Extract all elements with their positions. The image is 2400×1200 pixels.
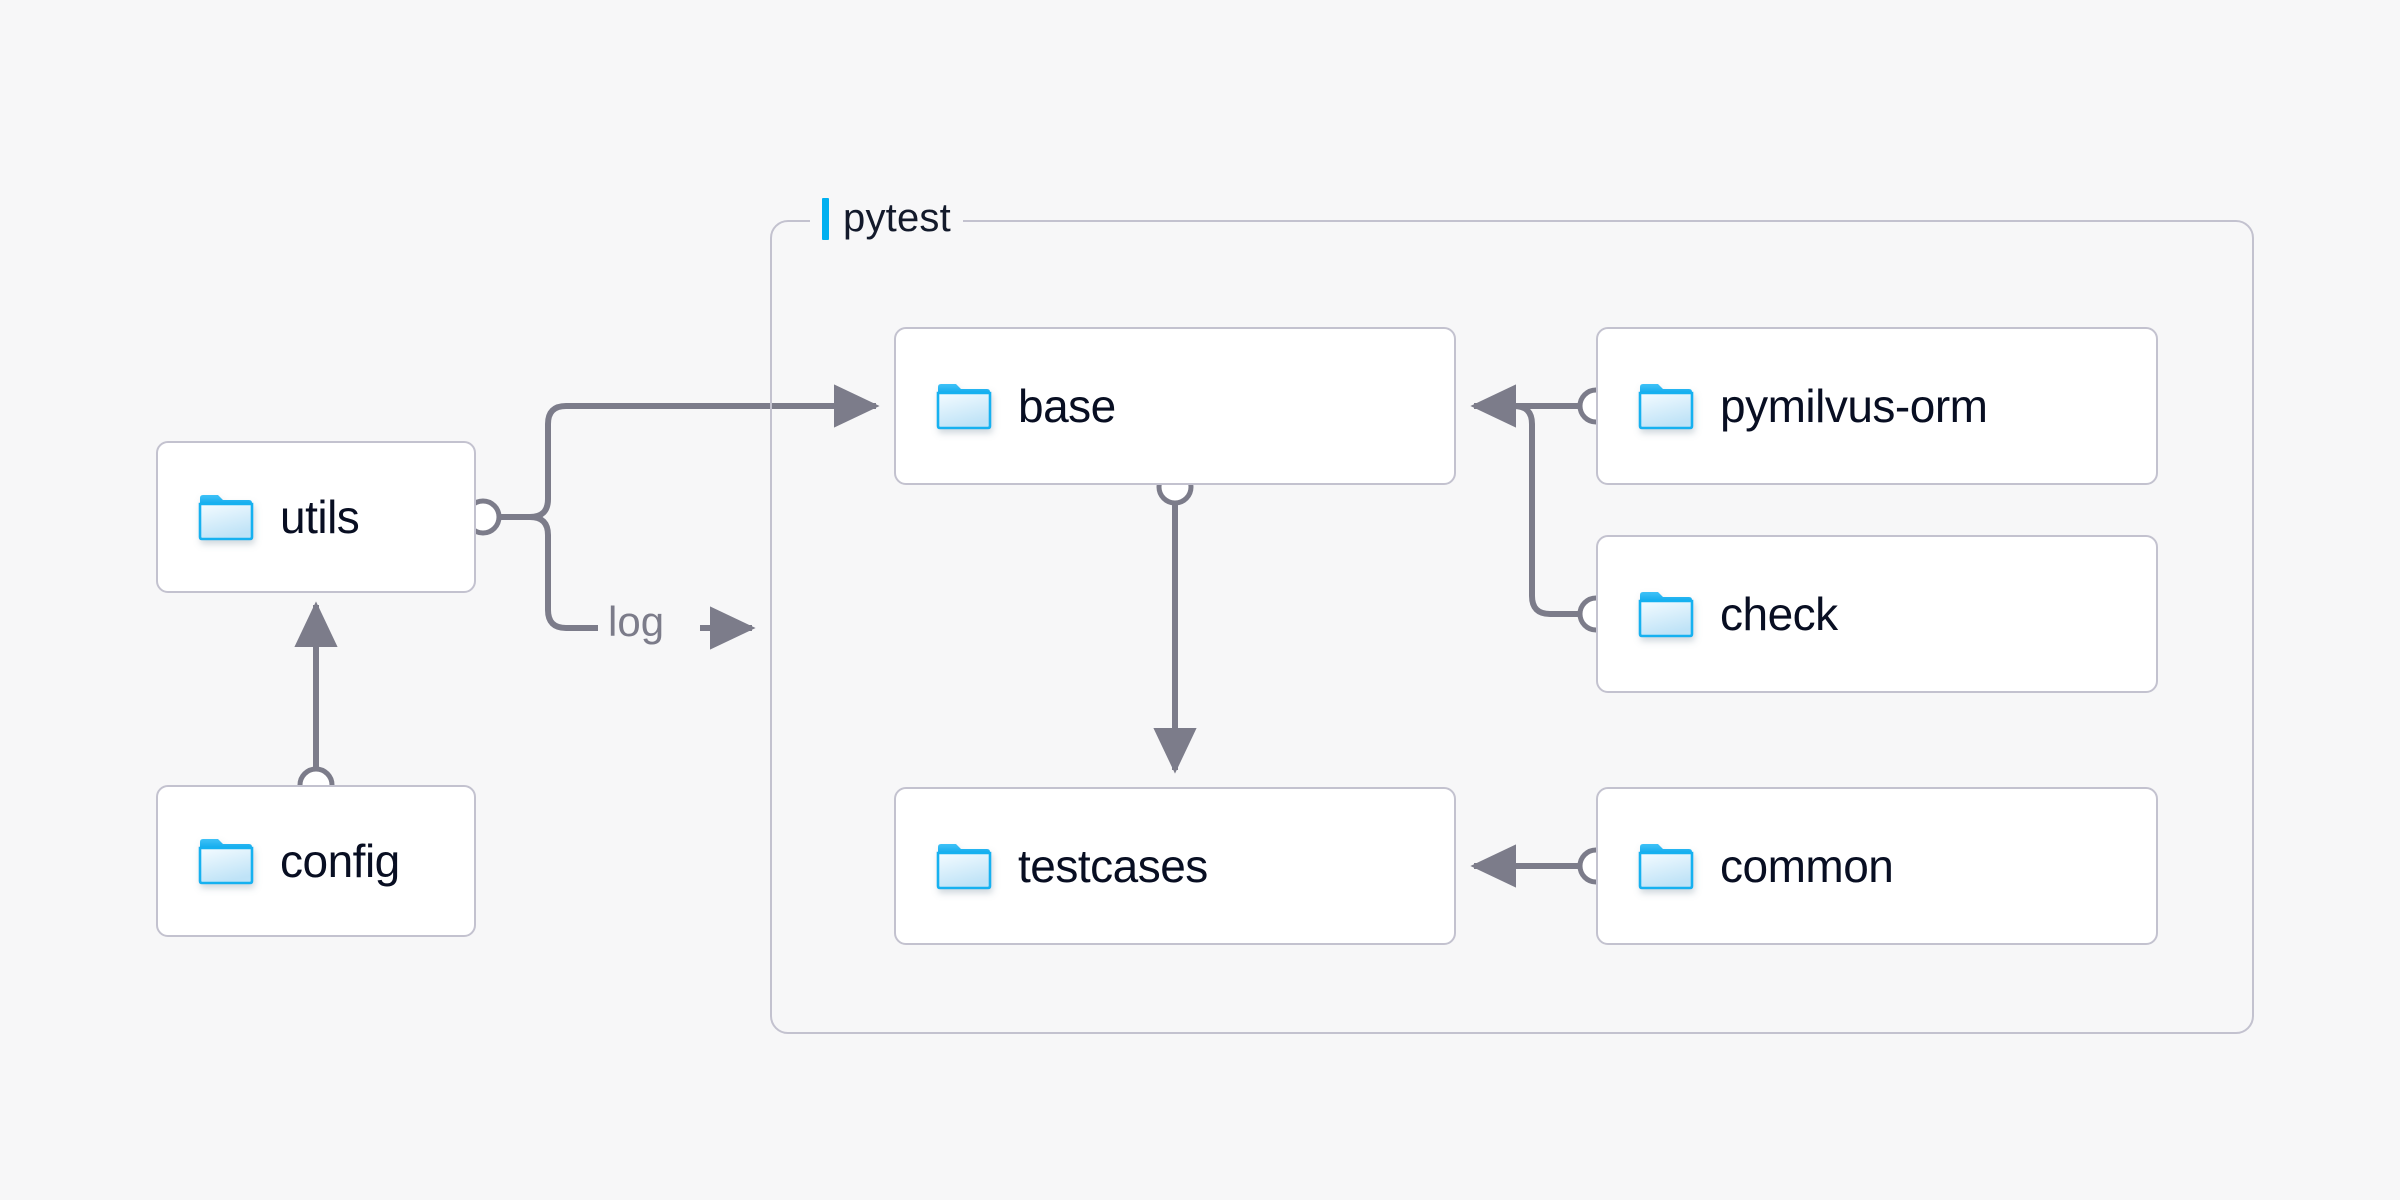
folder-icon xyxy=(936,384,992,430)
node-pymilvus-orm[interactable]: pymilvus-orm xyxy=(1596,327,2158,485)
node-check[interactable]: check xyxy=(1596,535,2158,693)
node-label: base xyxy=(1018,380,1116,432)
node-common[interactable]: common xyxy=(1596,787,2158,945)
pytest-group-container[interactable] xyxy=(770,220,2254,1034)
node-config[interactable]: config xyxy=(156,785,476,937)
group-title-text: pytest xyxy=(843,196,951,240)
folder-icon xyxy=(1638,592,1694,638)
group-accent-bar xyxy=(822,197,829,240)
pytest-group-label: pytest xyxy=(810,196,963,241)
folder-icon xyxy=(1638,384,1694,430)
node-label: common xyxy=(1720,840,1894,892)
node-label: testcases xyxy=(1018,840,1208,892)
node-label: check xyxy=(1720,588,1838,640)
folder-icon xyxy=(1638,844,1694,890)
node-base[interactable]: base xyxy=(894,327,1456,485)
folder-icon xyxy=(198,839,254,885)
folder-icon xyxy=(936,844,992,890)
node-label: utils xyxy=(280,491,360,543)
edge-label-log: log xyxy=(598,598,675,646)
node-label: pymilvus-orm xyxy=(1720,380,1988,432)
node-utils[interactable]: utils xyxy=(156,441,476,593)
node-label: config xyxy=(280,835,400,887)
node-testcases[interactable]: testcases xyxy=(894,787,1456,945)
folder-icon xyxy=(198,495,254,541)
